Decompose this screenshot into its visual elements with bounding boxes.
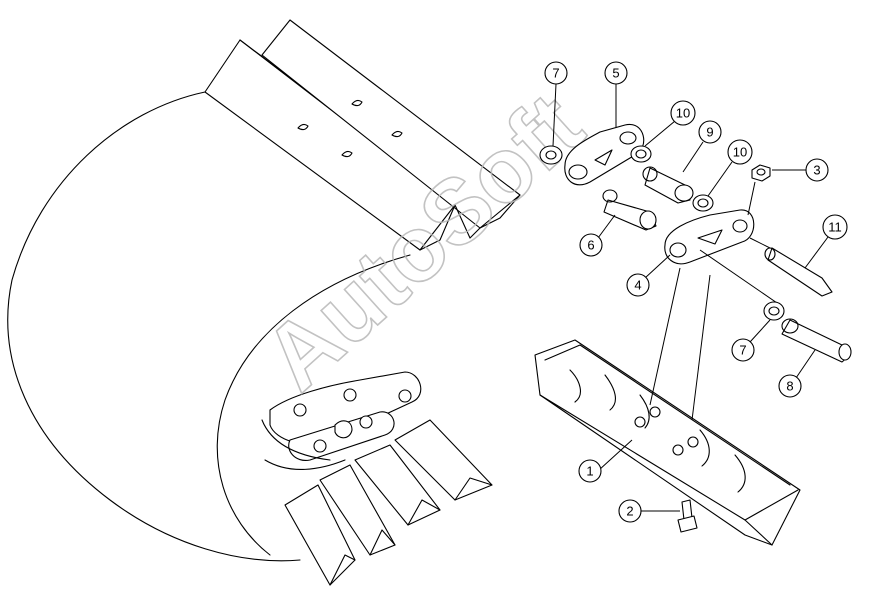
callout-8: 8: [778, 374, 802, 398]
callout-7-lower: 7: [731, 338, 755, 362]
callout-5: 5: [604, 61, 628, 85]
callout-9: 9: [698, 120, 722, 144]
callout-4: 4: [626, 273, 650, 297]
svg-text:8: 8: [786, 379, 793, 394]
exploded-parts: [534, 123, 852, 546]
part-1-track-shoe: [534, 339, 801, 546]
svg-text:10: 10: [733, 145, 747, 160]
part-10-washer-b: [692, 194, 714, 212]
svg-text:10: 10: [676, 106, 690, 121]
svg-text:7: 7: [552, 66, 559, 81]
svg-text:1: 1: [586, 464, 593, 479]
callout-10-b: 10: [727, 139, 753, 165]
callout-7-upper: 7: [544, 61, 568, 85]
svg-text:2: 2: [626, 504, 633, 519]
svg-text:6: 6: [587, 238, 594, 253]
part-4-link: [664, 209, 755, 265]
part-10-washer-a: [630, 145, 652, 163]
callout-11: 11: [822, 214, 848, 240]
svg-text:4: 4: [634, 278, 641, 293]
callout-2: 2: [618, 499, 642, 523]
track-assembly-drawing: [7, 19, 521, 586]
part-7-washer-upper: [539, 145, 563, 165]
callout-3: 3: [805, 158, 829, 182]
svg-text:3: 3: [813, 163, 820, 178]
callout-6: 6: [579, 233, 603, 257]
callout-1: 1: [578, 459, 602, 483]
part-11-bolt: [767, 247, 833, 297]
svg-text:7: 7: [739, 343, 746, 358]
callouts: 1 2 3 4 5 6: [544, 61, 848, 523]
callout-10-a: 10: [670, 100, 696, 126]
part-7-washer-lower: [763, 301, 785, 321]
svg-text:11: 11: [828, 220, 842, 235]
svg-text:9: 9: [706, 125, 713, 140]
part-3-nut: [751, 164, 771, 182]
svg-text:5: 5: [612, 66, 619, 81]
